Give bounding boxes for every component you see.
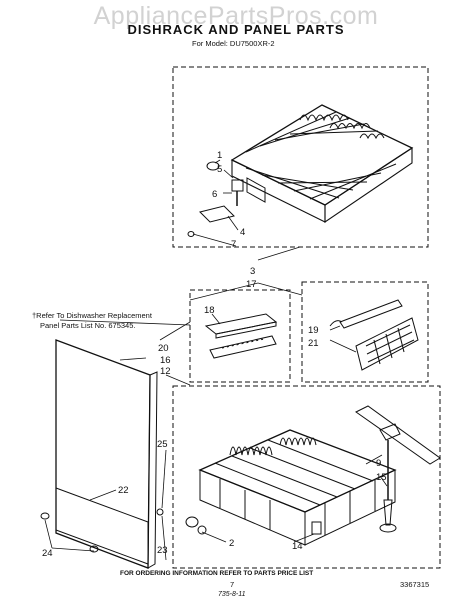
callout-18: 18 — [204, 305, 215, 316]
rack-adjuster-parts — [187, 161, 266, 237]
callout-5: 5 — [217, 164, 222, 175]
model-subtitle: For Model: DU7500XR-2 — [192, 39, 275, 48]
panel-note-line1: †Refer To Dishwasher Replacement — [32, 311, 152, 320]
callout-24: 24 — [42, 548, 53, 559]
callout-22: 22 — [118, 485, 129, 496]
upper-rack-frame — [172, 66, 429, 248]
handwritten-note: 735-8-11 — [218, 591, 246, 598]
page-title: DISHRACK AND PANEL PARTS — [127, 22, 345, 37]
filter-frame — [301, 281, 429, 383]
lower-dishrack — [185, 429, 397, 546]
leader-lines — [44, 159, 388, 561]
callout-6: 6 — [212, 189, 217, 200]
callout-14: 14 — [292, 541, 303, 552]
ordering-info-footer: FOR ORDERING INFORMATION REFER TO PARTS … — [120, 570, 314, 577]
callout-25: 25 — [157, 439, 168, 450]
spray-arm — [355, 405, 441, 533]
callout-4: 4 — [240, 227, 245, 238]
filter-screen — [329, 299, 419, 371]
callout-21: 21 — [308, 338, 319, 349]
callout-17: 17 — [246, 279, 257, 290]
upper-dishrack — [230, 104, 414, 224]
callouts: 1 5 6 4 7 3 17 18 19 21 20 16 12 22 25 2… — [42, 150, 387, 559]
panel-note-line2: Panel Parts List No. 675345. — [40, 321, 136, 330]
callout-16: 16 — [160, 355, 171, 366]
callout-1: 1 — [217, 150, 222, 161]
diagram-code: 3367315 — [400, 580, 430, 589]
door-panel — [40, 339, 164, 569]
bracket-frame — [189, 289, 291, 383]
callout-12: 12 — [160, 366, 171, 377]
callout-15: 15 — [376, 472, 387, 483]
watermark: AppliancePartsPros.com — [93, 2, 379, 30]
page-number: 7 — [230, 580, 235, 589]
rack-bracket — [204, 313, 278, 359]
lower-rack-frame — [172, 385, 441, 569]
callout-2: 2 — [229, 538, 234, 549]
callout-9: 9 — [376, 458, 381, 469]
callout-3: 3 — [250, 266, 255, 277]
callout-19: 19 — [308, 325, 319, 336]
callout-20: 20 — [158, 343, 169, 354]
callout-7: 7 — [231, 239, 236, 250]
callout-23: 23 — [157, 545, 168, 556]
